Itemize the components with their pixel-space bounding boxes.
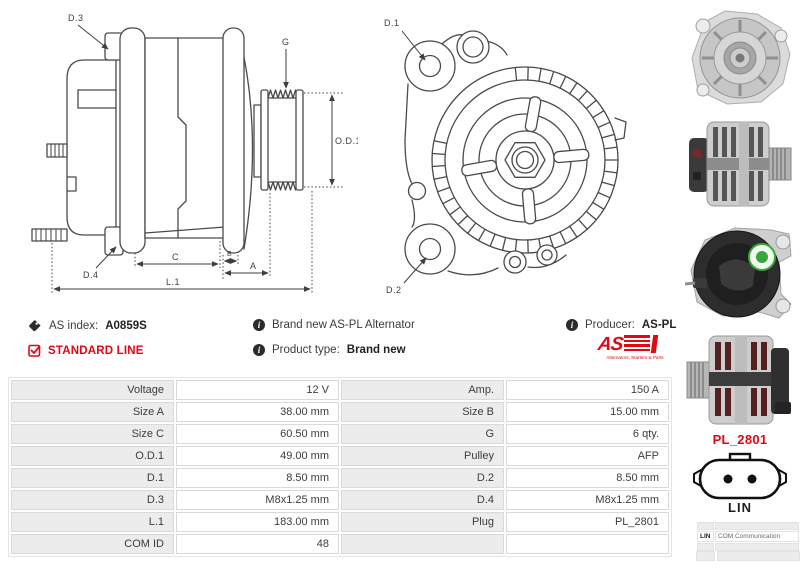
producer-label: Producer: (585, 319, 635, 331)
dim-label-d1: D.1 (384, 18, 400, 28)
spec-value: 6 qty. (506, 424, 669, 444)
spec-row: O.D.1 49.00 mm Pulley AFP (11, 446, 669, 466)
spec-label: COM ID (11, 534, 174, 554)
plug-connector-label: LIN (728, 500, 752, 515)
as-pl-logo-stripes (624, 335, 651, 353)
dim-label-b: B (227, 251, 232, 258)
dim-label-d2: D.2 (386, 285, 402, 295)
legend-row (697, 522, 799, 530)
spec-value: 183.00 mm (176, 512, 339, 532)
spec-value: 15.00 mm (506, 402, 669, 422)
dim-label-d4: D.4 (83, 270, 99, 280)
spec-value: 12 V (176, 380, 339, 400)
spec-value: M8x1.25 mm (176, 490, 339, 510)
side-view-drawing: D.3 D.4 G O.D.1 C B A (10, 5, 358, 300)
info-icon: i (566, 319, 578, 331)
legend-row (697, 543, 799, 551)
spec-label: Size B (341, 402, 504, 422)
plug-legend-table: LIN COM Communication (696, 521, 800, 552)
dim-label-d3: D.3 (68, 13, 84, 23)
spec-label: Size C (11, 424, 174, 444)
spec-row: Voltage 12 V Amp. 150 A (11, 380, 669, 400)
dim-label-a: A (250, 261, 257, 271)
producer-line: i Producer: AS-PL (566, 319, 676, 331)
product-type-value: Brand new (346, 344, 406, 356)
spec-label: G (341, 424, 504, 444)
spec-row: L.1 183.00 mm Plug PL_2801 (11, 512, 669, 532)
spec-row: COM ID 48 (11, 534, 669, 554)
dim-label-od1: O.D.1 (335, 136, 358, 146)
spec-label: Pulley (341, 446, 504, 466)
as-pl-logo-bar (651, 335, 659, 353)
dim-label-l1: L.1 (166, 277, 180, 287)
spec-value: 150 A (506, 380, 669, 400)
alternator-side-pulley-left-photo[interactable] (683, 328, 797, 430)
spec-value: AFP (506, 446, 669, 466)
spec-row: D.3 M8x1.25 mm D.4 M8x1.25 mm (11, 490, 669, 510)
spec-label: D.2 (341, 468, 504, 488)
spec-label: Amp. (341, 380, 504, 400)
spec-label: D.3 (11, 490, 174, 510)
spec-row: D.1 8.50 mm D.2 8.50 mm (11, 468, 669, 488)
product-type-label: Product type: (272, 344, 340, 356)
spec-label: D.1 (11, 468, 174, 488)
spec-label: Voltage (11, 380, 174, 400)
as-index-label: AS index: (49, 320, 99, 332)
spec-label: Size A (11, 402, 174, 422)
plug-connector-drawing (692, 452, 788, 507)
as-pl-logo-text: AS (596, 334, 624, 355)
as-index: AS index: A0859S (28, 319, 147, 333)
alternator-front-photo[interactable] (683, 6, 797, 108)
standard-line-label: STANDARD LINE (48, 344, 144, 357)
spec-value: 60.50 mm (176, 424, 339, 444)
spec-label: O.D.1 (11, 446, 174, 466)
standard-line-badge: STANDARD LINE (28, 344, 144, 357)
as-pl-logo: AS Alternators, Starters & Parts (596, 334, 672, 360)
spec-value: 8.50 mm (176, 468, 339, 488)
alternator-rear-photo[interactable] (683, 222, 797, 324)
as-index-value: A0859S (105, 320, 147, 332)
product-type-line: i Product type: Brand new (253, 344, 406, 356)
producer-value: AS-PL (641, 319, 677, 331)
as-pl-logo-tagline: Alternators, Starters & Parts (606, 354, 664, 360)
info-icon: i (253, 319, 265, 331)
spec-value (506, 534, 669, 554)
specs-table: Voltage 12 V Amp. 150 A Size A 38.00 mm … (8, 377, 672, 557)
spec-value: M8x1.25 mm (506, 490, 669, 510)
dim-label-c: C (172, 252, 179, 262)
spec-value: 38.00 mm (176, 402, 339, 422)
spec-label: L.1 (11, 512, 174, 532)
spec-value: 8.50 mm (506, 468, 669, 488)
legend-description: COM Communication (715, 531, 799, 542)
checkbox-icon (28, 344, 41, 357)
tag-icon (29, 320, 41, 332)
spec-label: D.4 (341, 490, 504, 510)
dim-label-g: G (282, 37, 290, 47)
legend-row: LIN COM Communication (697, 531, 799, 542)
spec-label (341, 534, 504, 554)
spec-value: PL_2801 (506, 512, 669, 532)
plug-code: PL_2801 (712, 432, 768, 447)
brand-new-text: Brand new AS-PL Alternator (272, 319, 415, 331)
front-view-drawing: D.1 D.2 (372, 0, 672, 300)
brand-new-line: i Brand new AS-PL Alternator (253, 319, 415, 331)
alternator-side-pulley-right-photo[interactable] (683, 112, 797, 214)
legend-footer-row (696, 551, 800, 561)
spec-value: 49.00 mm (176, 446, 339, 466)
spec-row: Size A 38.00 mm Size B 15.00 mm (11, 402, 669, 422)
spec-row: Size C 60.50 mm G 6 qty. (11, 424, 669, 444)
spec-label: Plug (341, 512, 504, 532)
info-icon: i (253, 344, 265, 356)
spec-value: 48 (176, 534, 339, 554)
legend-pin: LIN (697, 531, 714, 542)
